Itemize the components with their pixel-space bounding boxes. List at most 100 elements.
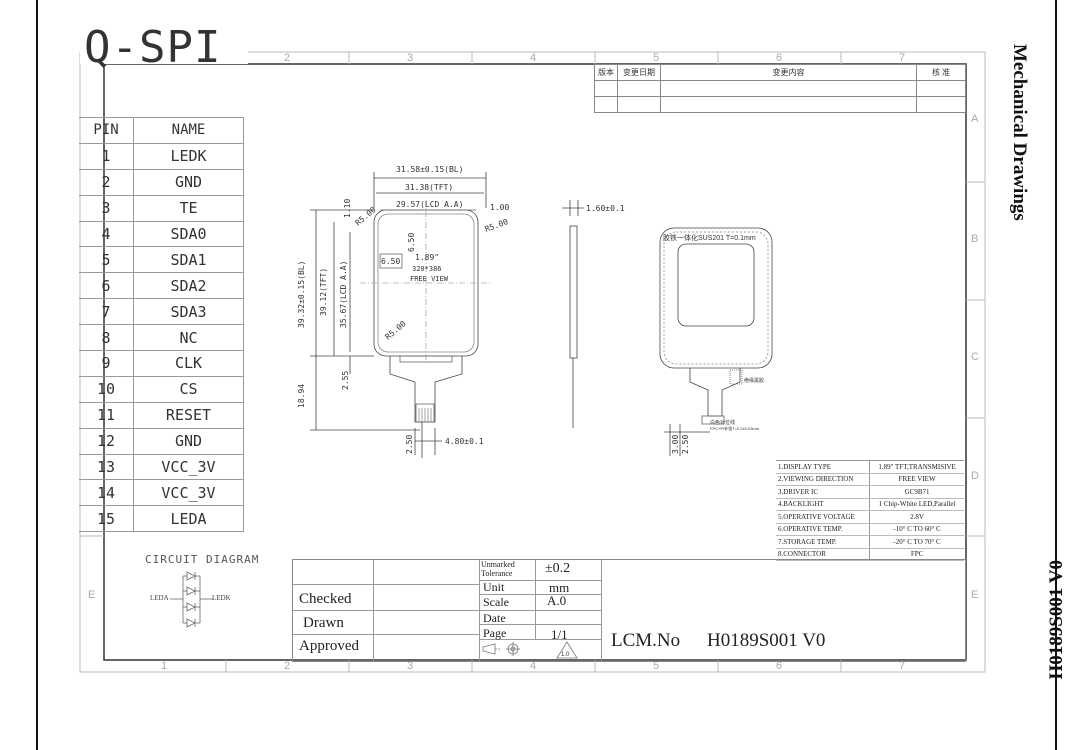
dim-6-50-horizontal: 6.50 [381,257,400,266]
checked-label: Checked [299,591,352,607]
spec-value: FREE VIEW [869,473,964,486]
pin-name: SDA3 [133,298,244,326]
rev-version-header: 版本 [594,64,618,81]
zone-col-5-top: 5 [653,52,660,64]
pin-header: PIN [79,117,134,144]
zone-row-e-right: E [971,589,979,601]
white-alignment-line-note: 白色对位线 [710,419,735,426]
title-block: Checked Drawn Approved Unmarked Toleranc… [292,559,966,662]
spec-label: 7.STORAGE TEMP. [776,535,870,549]
spec-value: -20° C TO 70° C [869,535,964,549]
pin-name: SDA2 [133,272,244,300]
pin-name: GND [133,168,244,196]
zone-col-6-top: 6 [776,52,783,64]
dim-1-00: 1.00 [490,203,509,212]
dim-1-10: 1.10 [343,199,352,218]
side-view-drawing: 1.60±0.1 [562,200,625,428]
dim-bl-width: 31.58±0.15(BL) [396,165,463,174]
tolerance-value: ±0.2 [545,561,571,576]
front-view-drawing: 31.58±0.15(BL) 31.38(TFT) 29.57(LCD A.A)… [297,165,509,458]
pin-name: CS [133,375,244,403]
dim-tft-width: 31.38(TFT) [405,183,453,192]
circuit-ledk-label: LEDK [212,594,231,602]
page-title: Q-SPI [84,22,222,73]
back-frame-outline [659,227,773,369]
name-header: NAME [133,117,244,144]
zone-col-4-top: 4 [530,52,537,64]
unit-value: mm [549,580,570,595]
spec-label: 6.OPERATIVE TEMP. [776,523,870,536]
dim-4-80: 4.80±0.1 [445,437,484,446]
circuit-leda-label: LEDA [150,594,169,602]
spec-value: 2.8V [869,510,964,524]
pin-number: 4 [79,220,134,248]
dim-6-50-vertical: 6.50 [407,233,416,252]
spec-value: GC9B71 [869,485,964,499]
dim-thickness: 1.60±0.1 [586,204,625,213]
pin-name: VCC_3V [133,479,244,507]
dim-18-94: 18.94 [297,384,306,408]
pin-name: LEDA [133,505,244,533]
spec-label: 3.DRIVER IC [776,485,870,499]
approved-label: Approved [299,638,359,654]
scale-value: A.0 [547,593,567,608]
dim-lcd-aa-height: 35.67(LCD A.A) [339,261,348,328]
pin-number: 14 [79,479,134,507]
led-4-icon [183,618,200,628]
free-view-label: FREE VIEW [410,275,449,283]
pin-number: 2 [79,168,134,196]
spec-label: 4.BACKLIGHT [776,498,870,511]
pin-name: CLK [133,350,244,377]
dim-3-00: 3.00 [671,435,680,454]
rev-date-header: 变更日期 [617,64,661,81]
pin-number: 5 [79,246,134,274]
resolution: 320*386 [412,265,442,273]
dim-2-50: 2.50 [405,435,414,454]
circuit-diagram [170,571,213,628]
pin-table-header: PIN NAME [79,117,244,144]
page-value: 1/1 [551,627,568,642]
pin-name: SDA1 [133,246,244,274]
spec-label: 2.VIEWING DIRECTION [776,473,870,486]
pin-number: 11 [79,401,134,429]
pin-number: 12 [79,427,134,455]
side-model-number: H0189S001 V0 [1046,560,1066,680]
revision-triangle-icon [556,641,578,659]
pin-name: LEDK [133,142,244,170]
zone-col-5-bottom: 5 [653,660,660,672]
zone-row-a: A [971,113,979,125]
pin-name: VCC_3V [133,453,244,481]
pin-name: TE [133,194,244,222]
revision-table: 版本 变更日期 变更内容 核 准 [594,64,966,113]
lcm-number-value: H0189S001 V0 [707,630,826,651]
spec-row: 6.OPERATIVE TEMP.-10° C TO 60° C [776,523,964,536]
dim-bl-height: 39.32±0.15(BL) [297,261,306,328]
dim-lcd-aa-width: 29.57(LCD A.A) [396,200,463,209]
dim-r5-bottom-left: R5.00 [384,319,408,341]
spec-value: 1 Chip-White LED,Parallel [869,498,964,511]
pin-name: RESET [133,401,244,429]
date-label: Date [483,611,506,625]
spec-label: 8.CONNECTOR [776,548,870,561]
revision-mark: 1.0 [561,652,570,658]
rev-content-header: 变更内容 [660,64,917,81]
zone-row-c: C [971,351,979,363]
led-3-icon [183,602,200,612]
zone-col-6-bottom: 6 [776,660,783,672]
